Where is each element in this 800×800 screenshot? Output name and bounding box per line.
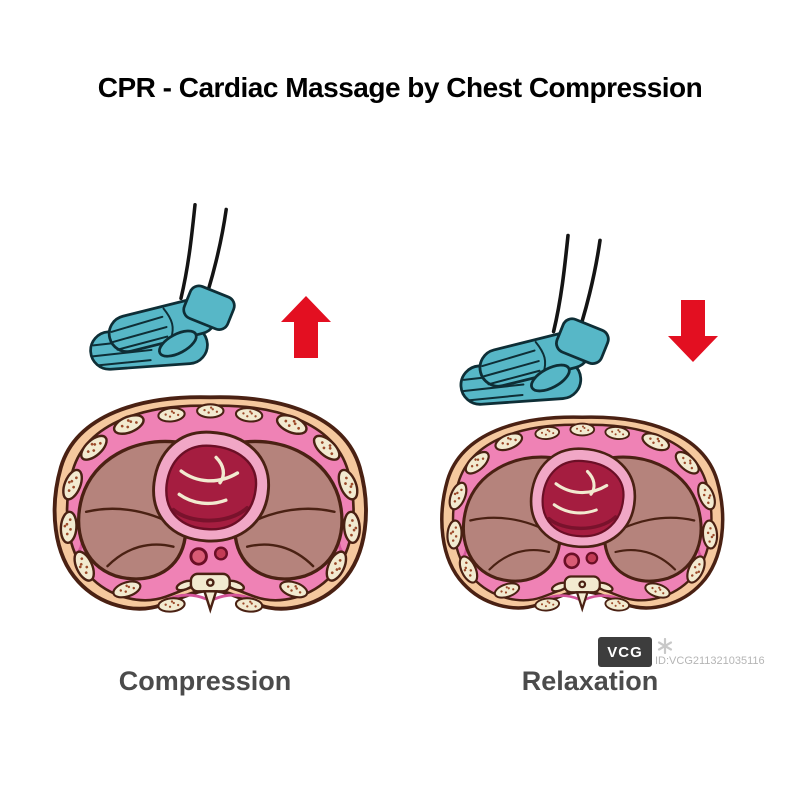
gloved-hands-icon: [457, 233, 614, 408]
relaxation-label: Relaxation: [521, 666, 659, 696]
diagram-title: CPR - Cardiac Massage by Chest Compressi…: [97, 72, 703, 103]
asterisk-flower-icon: [657, 638, 673, 654]
watermark-id-text: ID:VCG211321035116: [655, 655, 765, 667]
watermark-brand-text: VCG: [607, 643, 643, 661]
relaxation-panel: [442, 233, 723, 612]
down-arrow-icon: [668, 300, 718, 362]
chest-cross-section-illustration: [55, 397, 366, 613]
up-arrow-icon: [281, 296, 331, 358]
compression-panel: [55, 203, 366, 613]
gloved-hands-icon: [87, 203, 239, 373]
compression-label: Compression: [118, 666, 292, 696]
chest-cross-section-illustration: [442, 417, 723, 612]
watermark-brand-badge: VCG: [598, 637, 652, 667]
